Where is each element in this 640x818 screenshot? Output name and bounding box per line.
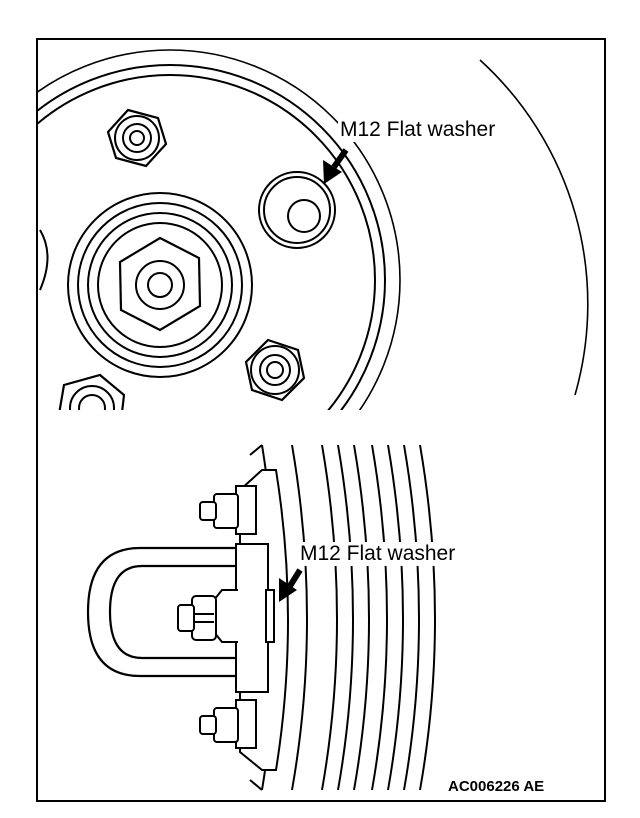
bolt-top-left bbox=[106, 108, 168, 168]
center-nut bbox=[118, 236, 202, 332]
center-hub bbox=[67, 192, 253, 378]
callout-flat-washer-lower: M12 Flat washer bbox=[298, 542, 458, 566]
edge-feature bbox=[39, 229, 49, 291]
flat-washer-upper bbox=[258, 171, 336, 249]
upper-view bbox=[38, 49, 589, 410]
pulley-rim-arcs bbox=[38, 49, 589, 410]
arrow-upper bbox=[323, 148, 349, 184]
center-nut-lower bbox=[177, 589, 238, 643]
bolt-bottom-lower bbox=[199, 699, 257, 749]
flat-washer-lower bbox=[265, 589, 275, 643]
bolt-lower-right bbox=[244, 338, 306, 402]
bolt-top-lower bbox=[199, 485, 257, 535]
bolt-bottom-left bbox=[58, 373, 126, 410]
lower-view bbox=[86, 444, 436, 791]
figure-id: AC006226 AE bbox=[448, 778, 545, 795]
arrow-lower bbox=[279, 568, 303, 602]
callout-flat-washer-upper: M12 Flat washer bbox=[338, 118, 498, 142]
